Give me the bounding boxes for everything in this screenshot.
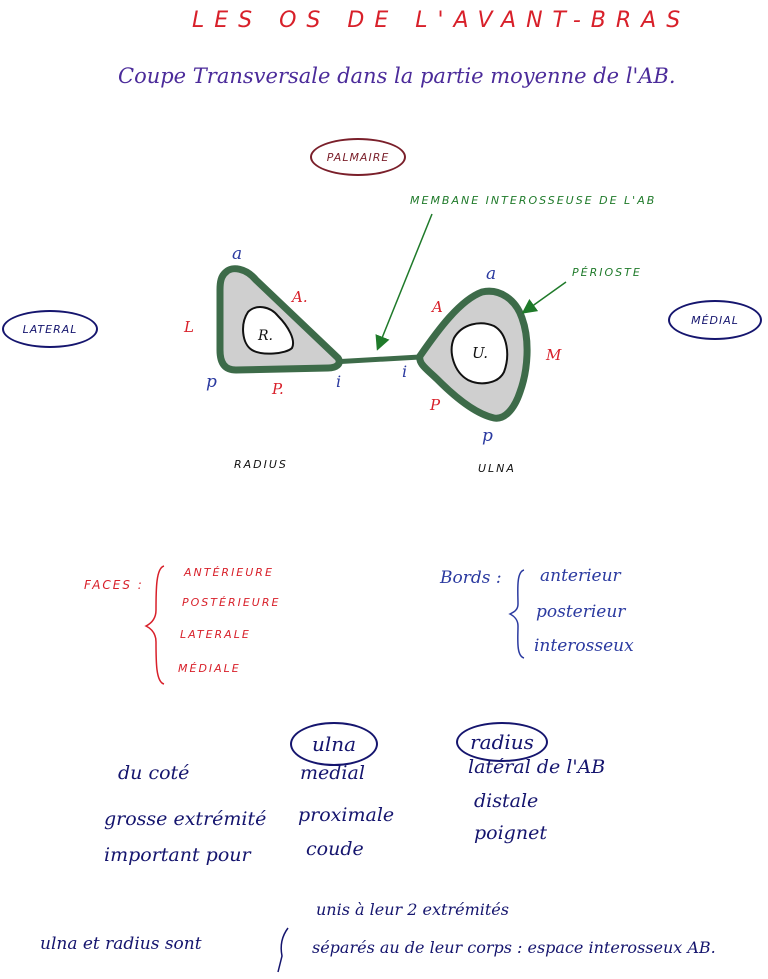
- ulna-inner-label: U.: [472, 344, 489, 362]
- ulna-label-i: i: [402, 362, 408, 381]
- ulna-label-A: A: [432, 298, 443, 316]
- radius-label-P: P.: [272, 380, 284, 398]
- lateral-oval: LATERAL: [2, 310, 98, 348]
- membrane-label: MEMBANE INTEROSSEUSE DE L'AB: [410, 194, 657, 207]
- page-title: LES OS DE L'AVANT-BRAS: [192, 8, 691, 33]
- faces-label: FACES :: [84, 578, 144, 592]
- row-radius-extremite: distale: [474, 790, 539, 812]
- bords-item-anterieur: anterieur: [540, 566, 621, 586]
- ulna-column-oval: ulna: [290, 722, 378, 766]
- bords-label: Bords :: [440, 568, 502, 588]
- subtitle: Coupe Transversale dans la partie moyenn…: [118, 64, 676, 88]
- radius-label-A: A.: [292, 288, 308, 306]
- radius-column-oval: radius: [456, 722, 548, 762]
- radius-medullary: [242, 306, 294, 355]
- bords-item-interosseux: interosseux: [534, 636, 634, 656]
- perioste-arrow: [521, 281, 567, 314]
- ulna-label-P: P: [430, 396, 441, 414]
- radius-label-a: a: [232, 244, 243, 264]
- palmaire-oval: PALMAIRE: [310, 138, 406, 176]
- ulna-label-a: a: [486, 264, 497, 284]
- perioste-label: PÉRIOSTE: [572, 266, 642, 279]
- row-ulna-important: coude: [306, 838, 364, 860]
- membrane-arrow: [375, 213, 433, 351]
- row-radius-important: poignet: [474, 822, 547, 844]
- interosseous-membrane: [331, 354, 421, 365]
- faces-item-laterale: LATERALE: [180, 628, 251, 641]
- row-ulna-extremite: proximale: [298, 804, 395, 826]
- medial-oval: MÉDIAL: [668, 300, 762, 340]
- ulna-column-header: ulna: [311, 732, 357, 756]
- medial-label: MÉDIAL: [691, 313, 739, 327]
- palmaire-label: PALMAIRE: [326, 150, 390, 164]
- radius-inner-label: R.: [258, 328, 273, 344]
- bords-item-posterieur: posterieur: [536, 602, 626, 622]
- summary-subject: ulna et radius sont: [40, 934, 202, 954]
- faces-item-anterieure: ANTÉRIEURE: [184, 566, 274, 579]
- ulna-label-M: M: [546, 346, 562, 364]
- radius-label-i: i: [336, 372, 342, 391]
- ulna-name: ULNA: [478, 462, 516, 475]
- row-ulna-cote: medial: [300, 762, 365, 784]
- radius-label-L: L: [184, 318, 194, 336]
- summary-line2: séparés au de leur corps : espace intero…: [312, 938, 716, 957]
- summary-line1: unis à leur 2 extrémités: [316, 900, 509, 919]
- radius-column-header: radius: [470, 730, 534, 754]
- row-label-cote: du coté: [118, 762, 190, 784]
- faces-item-posterieure: POSTÉRIEURE: [182, 596, 281, 609]
- faces-item-mediale: MÉDIALE: [178, 662, 241, 675]
- radius-label-p: p: [206, 372, 217, 392]
- row-label-extremite: grosse extrémité: [104, 808, 267, 830]
- ulna-medullary: [450, 322, 509, 385]
- row-radius-cote: latéral de l'AB: [468, 756, 606, 778]
- ulna-label-p: p: [482, 426, 493, 446]
- radius-name: RADIUS: [234, 458, 288, 471]
- row-label-important: important pour: [104, 844, 251, 866]
- lateral-label: LATERAL: [22, 322, 78, 336]
